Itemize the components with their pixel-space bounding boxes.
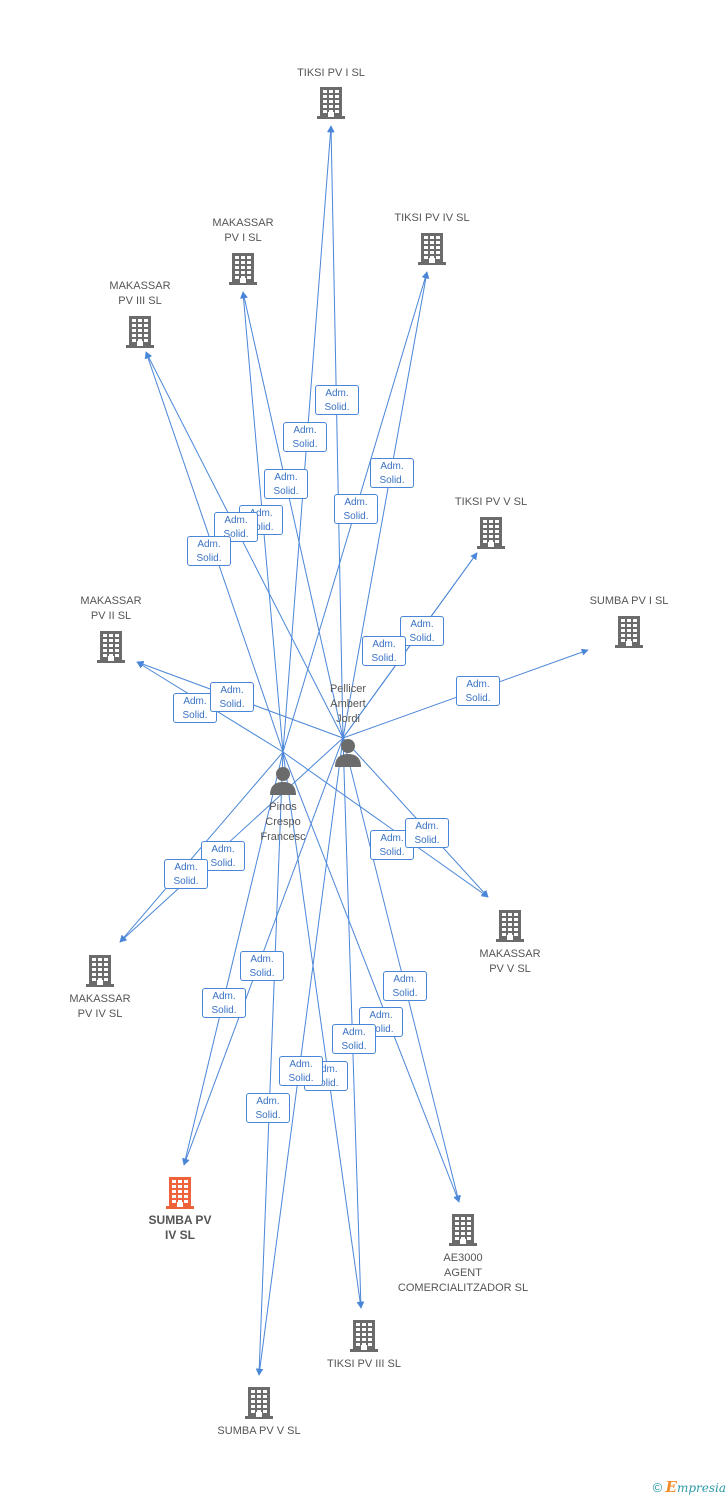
edge-label-pinos-tiksi1[interactable]: Adm. Solid. [264, 469, 308, 499]
building-icon[interactable] [448, 1212, 478, 1251]
person-label-pellicer[interactable]: Pellicer Ambert Jordi [329, 683, 367, 725]
edge-pinos-makassar5 [282, 751, 489, 898]
edge-label-pellicer-makassar2[interactable]: Adm. Solid. [210, 682, 254, 712]
edge-pellicer-makassar1 [240, 291, 344, 739]
company-label-makassar1[interactable]: MAKASSAR PV I SL [212, 217, 274, 244]
edge-label-pellicer-makassar1[interactable]: Adm. Solid. [283, 422, 327, 452]
building-icon[interactable] [85, 953, 115, 992]
edge-label-pellicer-sumba5[interactable]: Adm. Solid. [279, 1056, 323, 1086]
building-icon[interactable] [244, 1385, 274, 1424]
building-icon[interactable] [614, 614, 644, 653]
copyright-symbol: © [652, 1480, 663, 1495]
company-label-makassar2[interactable]: MAKASSAR PV II SL [80, 595, 142, 622]
edge-label-pinos-sumba4[interactable]: Adm. Solid. [202, 988, 246, 1018]
company-label-tiksi3[interactable]: TIKSI PV III SL [327, 1358, 401, 1370]
edge-label-pinos-tiksi4[interactable]: Adm. Solid. [334, 494, 378, 524]
edge-label-pellicer-makassar3[interactable]: Adm. Solid. [187, 536, 231, 566]
edge-label-pinos-ae3000[interactable]: Adm. Solid. [359, 1007, 403, 1037]
edge-pellicer-makassar3 [145, 351, 344, 739]
company-label-ae3000[interactable]: AE3000 AGENT COMERCIALITZADOR SL [397, 1252, 529, 1294]
building-icon[interactable] [228, 251, 258, 290]
edge-label-pellicer-tiksi4[interactable]: Adm. Solid. [370, 458, 414, 488]
company-label-makassar4[interactable]: MAKASSAR PV IV SL [69, 993, 131, 1020]
building-icon[interactable] [96, 629, 126, 668]
building-icon[interactable] [417, 231, 447, 270]
edge-label-pellicer-tiksi5[interactable]: Adm. Solid. [362, 636, 406, 666]
edge-pellicer-ae3000 [342, 737, 461, 1203]
building-icon[interactable] [125, 314, 155, 353]
edge-label-pinos-makassar2[interactable]: Adm. Solid. [173, 693, 217, 723]
edge-label-pellicer-tiksi1[interactable]: Adm. Solid. [315, 385, 359, 415]
edge-label-pellicer-ae3000[interactable]: Adm. Solid. [383, 971, 427, 1001]
building-icon[interactable] [316, 85, 346, 124]
company-label-sumba5[interactable]: SUMBA PV V SL [217, 1425, 301, 1437]
edge-pinos-sumba4 [182, 751, 284, 1166]
edge-label-pellicer-sumba1[interactable]: Adm. Solid. [456, 676, 500, 706]
edge-pellicer-tiksi1 [327, 125, 344, 739]
company-label-sumba4[interactable]: SUMBA PV IV SL [148, 1213, 212, 1242]
edge-label-pellicer-makassar5[interactable]: Adm. Solid. [405, 818, 449, 848]
edge-pellicer-makassar4 [119, 737, 344, 943]
edge-label-pellicer-tiksi5[interactable]: Adm. Solid. [400, 616, 444, 646]
edge-pinos-sumba5 [255, 751, 284, 1376]
edge-label-pinos-tiksi3[interactable]: Adm. Solid. [332, 1024, 376, 1054]
company-label-tiksi4[interactable]: TIKSI PV IV SL [394, 212, 470, 224]
edge-pinos-tiksi3 [282, 751, 364, 1309]
building-icon[interactable] [165, 1175, 195, 1214]
brand-logo[interactable]: Empresia [665, 1478, 727, 1496]
person-icon[interactable] [333, 737, 363, 772]
edge-pellicer-tiksi4 [342, 271, 430, 739]
company-label-tiksi1[interactable]: TIKSI PV I SL [297, 67, 365, 79]
building-icon[interactable] [349, 1318, 379, 1357]
brand-footer: © Empresia [653, 1478, 726, 1496]
edge-label-pinos-sumba5[interactable]: Adm. Solid. [246, 1093, 290, 1123]
edge-label-pellicer-makassar4[interactable]: Adm. Solid. [164, 859, 208, 889]
person-icon[interactable] [268, 765, 298, 800]
building-icon[interactable] [495, 908, 525, 947]
edge-label-pinos-makassar4[interactable]: Adm. Solid. [201, 841, 245, 871]
edge-pinos-ae3000 [282, 751, 460, 1203]
company-label-makassar3[interactable]: MAKASSAR PV III SL [109, 280, 171, 307]
edge-pellicer-makassar5 [342, 737, 489, 898]
company-label-sumba1[interactable]: SUMBA PV I SL [589, 595, 669, 607]
company-label-tiksi5[interactable]: TIKSI PV V SL [454, 496, 528, 508]
building-icon[interactable] [476, 515, 506, 554]
person-label-pinos[interactable]: Pinos Crespo Francesc [260, 801, 306, 843]
company-label-makassar5[interactable]: MAKASSAR PV V SL [479, 948, 541, 975]
edge-pellicer-tiksi3 [342, 737, 365, 1309]
edge-label-pellicer-sumba4[interactable]: Adm. Solid. [240, 951, 284, 981]
